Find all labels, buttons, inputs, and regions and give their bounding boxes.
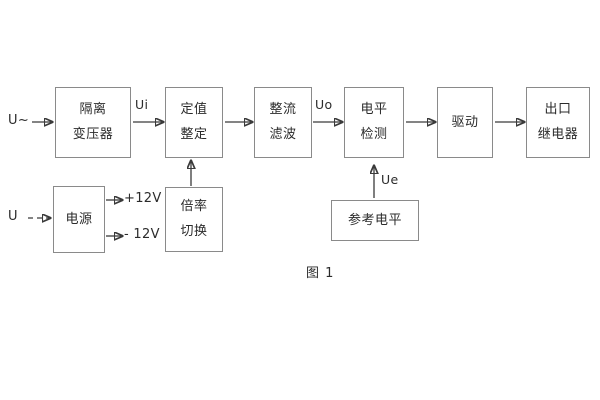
block-line: 倍率: [180, 199, 208, 215]
block-line: 参考电平: [347, 212, 402, 228]
block-line: 电平: [360, 102, 388, 118]
block-line: 整流: [269, 102, 297, 118]
label-input-ac: U~: [8, 113, 30, 128]
block-line: 继电器: [537, 127, 579, 142]
block-isolation-transformer: 隔离 变压器: [55, 87, 131, 158]
label-ui: Ui: [135, 97, 149, 112]
block-line: 驱动: [451, 114, 479, 130]
block-power-supply: 电源: [53, 186, 105, 253]
block-line: 滤波: [269, 127, 297, 142]
block-line: 定值: [180, 102, 208, 118]
block-rectify-filter: 整流 滤波: [254, 87, 312, 158]
block-line: 隔离: [79, 102, 107, 118]
block-line: 出口: [544, 102, 572, 118]
block-drive: 驱动: [437, 87, 493, 158]
block-level-detection: 电平 检测: [344, 87, 404, 158]
label-rail-negative: - 12V: [124, 227, 160, 242]
block-setting-value: 定值 整定: [165, 87, 223, 158]
block-reference-level: 参考电平: [331, 200, 419, 241]
block-line: 电源: [65, 211, 93, 227]
label-uo: Uo: [315, 97, 333, 112]
label-ue: Ue: [381, 172, 399, 187]
block-multiplier-switch: 倍率 切换: [165, 187, 223, 252]
block-line: 变压器: [72, 127, 114, 142]
block-line: 检测: [360, 127, 388, 142]
label-rail-positive: +12V: [124, 191, 162, 206]
block-output-relay: 出口 继电器: [526, 87, 590, 158]
block-line: 切换: [180, 224, 208, 239]
figure-caption: 图 1: [306, 266, 335, 281]
block-line: 整定: [180, 127, 208, 142]
label-input-dc: U: [8, 209, 18, 224]
